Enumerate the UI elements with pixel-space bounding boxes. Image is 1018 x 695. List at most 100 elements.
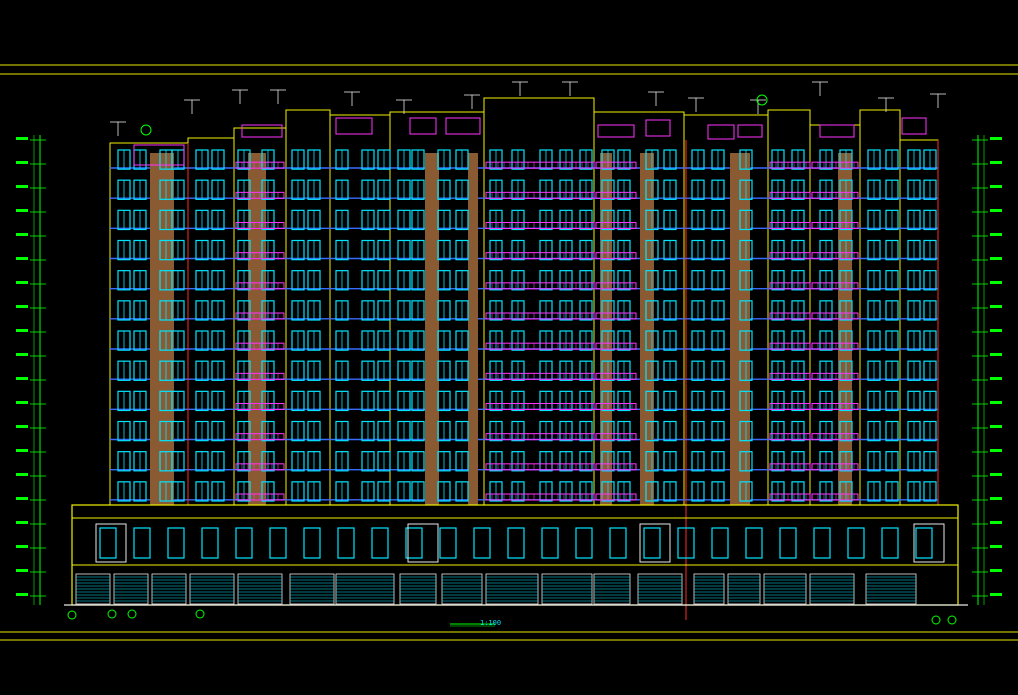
- level-tag: [990, 569, 1002, 572]
- podium-window: [337, 527, 355, 559]
- entrance-panel-2: [639, 523, 671, 563]
- podium-window: [915, 527, 933, 559]
- podium-window: [813, 527, 831, 559]
- level-tag: [16, 449, 28, 452]
- roof-feature-4: [445, 117, 481, 135]
- level-tag: [16, 281, 28, 284]
- roof-feature-8: [737, 124, 763, 138]
- stair-core-3: [468, 153, 478, 505]
- podium-window: [99, 527, 117, 559]
- level-tag: [16, 521, 28, 524]
- podium-window: [779, 527, 797, 559]
- podium-window: [405, 527, 423, 559]
- level-tag: [16, 497, 28, 500]
- level-tag: [16, 593, 28, 596]
- roof-feature-5: [597, 124, 635, 138]
- roof-feature-7: [707, 124, 735, 140]
- axis-bubble-3: [195, 609, 205, 619]
- roof-feature-2: [335, 117, 373, 135]
- level-tag: [990, 593, 1002, 596]
- level-tag: [990, 209, 1002, 212]
- scale-label: 1:100: [480, 619, 502, 627]
- podium-window: [201, 527, 219, 559]
- level-tag: [16, 569, 28, 572]
- roof-feature-1: [241, 124, 283, 138]
- podium-window: [677, 527, 695, 559]
- podium-window: [371, 527, 389, 559]
- level-tag: [990, 521, 1002, 524]
- level-tag: [16, 209, 28, 212]
- level-tag: [990, 545, 1002, 548]
- level-tag: [990, 305, 1002, 308]
- roof-feature-6: [645, 119, 671, 137]
- level-tag: [990, 161, 1002, 164]
- axis-bubble-5: [947, 615, 957, 625]
- level-tag: [16, 401, 28, 404]
- podium-window: [303, 527, 321, 559]
- level-tag: [990, 233, 1002, 236]
- building-segment-8: [683, 114, 769, 506]
- entrance-panel-1: [407, 523, 439, 563]
- podium-window: [847, 527, 865, 559]
- level-tag: [990, 353, 1002, 356]
- level-tag: [990, 473, 1002, 476]
- axis-bubble-1: [107, 609, 117, 619]
- level-tag: [16, 305, 28, 308]
- entrance-panel-0: [95, 523, 127, 563]
- level-tag: [990, 329, 1002, 332]
- level-tag: [990, 497, 1002, 500]
- roof-feature-9: [819, 124, 855, 138]
- roof-feature-0: [133, 144, 185, 166]
- building-segment-6: [483, 97, 595, 506]
- level-tag: [16, 161, 28, 164]
- podium-window: [643, 527, 661, 559]
- level-tag: [990, 137, 1002, 140]
- entrance-panel-3: [913, 523, 945, 563]
- axis-bubble-top: [756, 94, 768, 106]
- building-segment-0: [109, 142, 189, 506]
- level-tag: [16, 353, 28, 356]
- level-tag: [16, 137, 28, 140]
- level-tag: [990, 377, 1002, 380]
- podium-window: [269, 527, 287, 559]
- level-tag: [990, 281, 1002, 284]
- stair-core-0: [150, 153, 174, 505]
- level-tag: [16, 185, 28, 188]
- podium-outline: [71, 504, 959, 606]
- podium-window: [609, 527, 627, 559]
- podium-window: [745, 527, 763, 559]
- axis-bubble-2: [127, 609, 137, 619]
- podium-window: [881, 527, 899, 559]
- podium-window: [541, 527, 559, 559]
- level-tag: [990, 449, 1002, 452]
- level-tag: [16, 425, 28, 428]
- podium-window: [133, 527, 151, 559]
- building-segment-4: [329, 114, 391, 506]
- level-tag: [990, 425, 1002, 428]
- roof-feature-3: [409, 117, 437, 135]
- podium-window: [235, 527, 253, 559]
- level-tag: [16, 473, 28, 476]
- axis-bubble-4: [931, 615, 941, 625]
- level-tag: [16, 329, 28, 332]
- axis-bubble-left: [140, 124, 152, 136]
- podium-window: [473, 527, 491, 559]
- level-tag: [16, 257, 28, 260]
- level-tag: [990, 401, 1002, 404]
- level-tag: [990, 185, 1002, 188]
- level-tag: [16, 377, 28, 380]
- podium-window: [711, 527, 729, 559]
- podium-window: [167, 527, 185, 559]
- level-tag: [990, 257, 1002, 260]
- level-tag: [16, 545, 28, 548]
- roof-feature-10: [901, 117, 927, 135]
- podium-window: [439, 527, 457, 559]
- axis-bubble-0: [67, 610, 77, 620]
- stair-core-2: [425, 153, 439, 505]
- building-segment-12: [899, 139, 939, 506]
- level-tag: [16, 233, 28, 236]
- podium-window: [507, 527, 525, 559]
- podium-window: [575, 527, 593, 559]
- building-segment-1: [187, 137, 235, 506]
